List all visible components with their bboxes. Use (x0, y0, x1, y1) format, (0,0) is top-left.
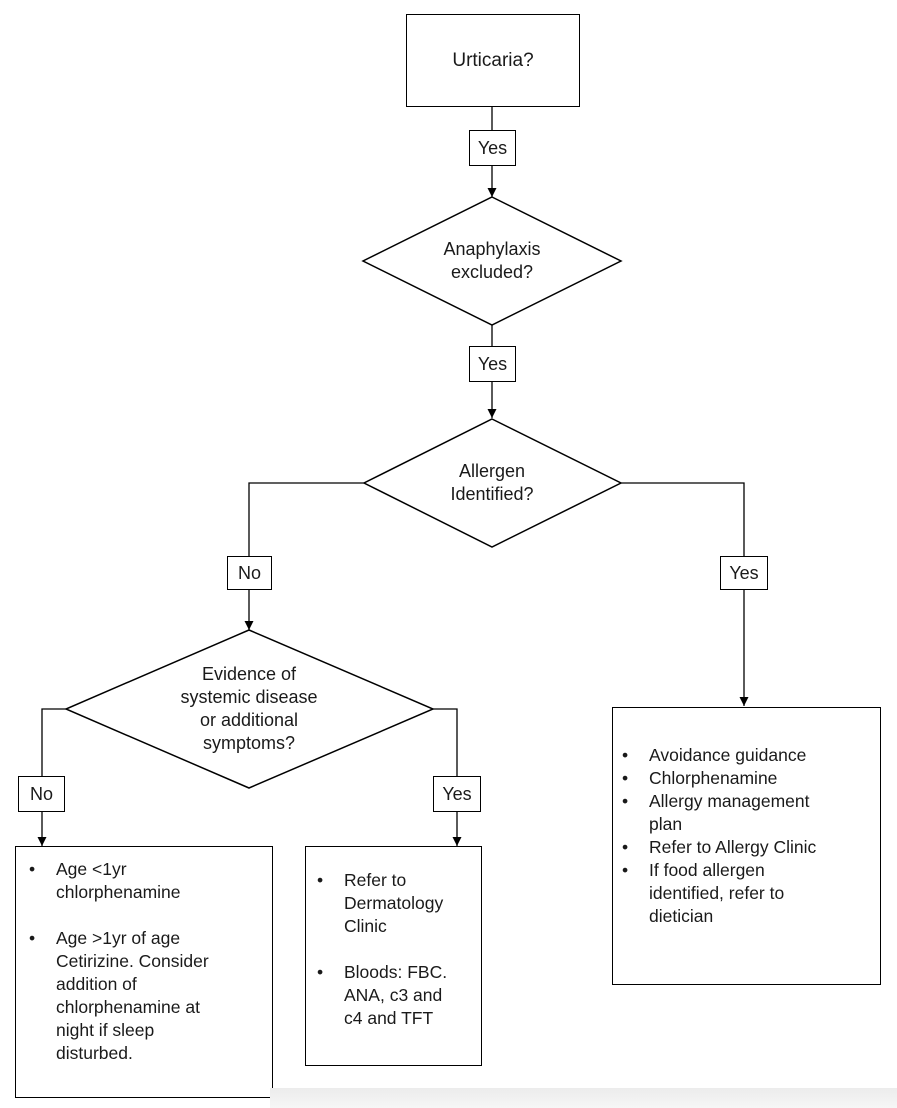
diamond-allergen (362, 418, 623, 548)
page-bottom-shadow (270, 1088, 897, 1108)
list-item: Age <1yr chlorphenamine (29, 858, 264, 904)
systemic-question: Evidence of systemic disease or addition… (180, 664, 318, 753)
list-item: If food allergen identified, refer to di… (622, 859, 872, 928)
allergen-management-box: Avoidance guidance Chlorphenamine Allerg… (612, 707, 881, 985)
connector-allergen-no (248, 482, 364, 556)
connector-systemic-yes (433, 708, 458, 776)
treatment-box-no-systemic: Age <1yr chlorphenamine Age >1yr of age … (15, 846, 273, 1098)
urticaria-question: Urticaria? (452, 49, 534, 71)
connector-allergen-yes (621, 482, 745, 556)
no-label-systemic: No (18, 776, 65, 812)
diamond-anaphylaxis (361, 196, 623, 326)
connector-systemic-no (41, 708, 66, 776)
list-item: Bloods: FBC. ANA, c3 and c4 and TFT (317, 961, 475, 1030)
yes-label-text: Yes (477, 353, 508, 374)
yes-label-text: Yes (477, 137, 508, 158)
yes-label-systemic: Yes (433, 776, 481, 812)
yes-label-allergen: Yes (720, 556, 768, 590)
list-item: Chlorphenamine (622, 767, 872, 790)
urticaria-box: Urticaria? (406, 14, 580, 107)
list-item: Refer to Allergy Clinic (622, 836, 872, 859)
list-item: Allergy management plan (622, 790, 872, 836)
list-item: Age >1yr of age Cetirizine. Consider add… (29, 927, 264, 1065)
list-item: Refer to Dermatology Clinic (317, 869, 475, 938)
diamond-systemic (64, 629, 435, 789)
yes-label-urticaria: Yes (469, 130, 516, 166)
yes-label-anaphylaxis: Yes (469, 346, 516, 382)
no-label-allergen: No (227, 556, 272, 590)
referral-box-systemic: Refer to Dermatology Clinic Bloods: FBC.… (305, 846, 482, 1066)
list-item: Avoidance guidance (622, 744, 872, 767)
